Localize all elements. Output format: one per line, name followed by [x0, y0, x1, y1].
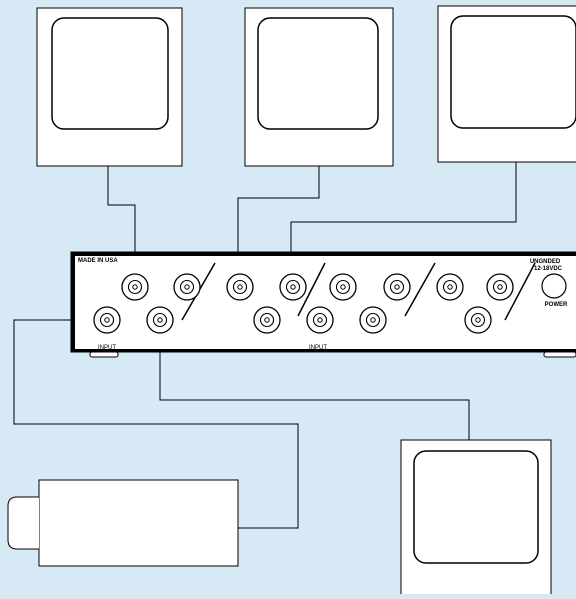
power-button[interactable]: [541, 273, 567, 299]
camera-body: [38, 479, 239, 567]
cables: [13, 162, 517, 529]
monitor-1: [36, 7, 183, 167]
ungnded-label: UNGNDED: [530, 259, 561, 265]
cable-monitor-2: [237, 166, 320, 260]
bnc-connector-8[interactable]: [486, 273, 514, 301]
bnc-connector-12[interactable]: [306, 306, 334, 334]
bnc-connector-14[interactable]: [464, 306, 492, 334]
bnc-connectors: [93, 273, 514, 334]
bnc-connector-11[interactable]: [253, 306, 281, 334]
panel-foot-right: [543, 351, 576, 358]
made-in-label: MADE IN USA: [78, 258, 118, 264]
divider-3: [404, 262, 436, 317]
bnc-connector-3[interactable]: [226, 273, 254, 301]
divider-2: [297, 262, 326, 317]
bnc-connector-13[interactable]: [359, 306, 387, 334]
bnc-connector-6[interactable]: [383, 273, 411, 301]
amplifier-panel: [70, 251, 576, 353]
monitor-4: [400, 439, 552, 599]
monitor-3-screen: [450, 15, 576, 129]
power-label: POWER: [545, 302, 568, 308]
cable-monitor-3: [290, 162, 517, 260]
voltage-label: 12-18VDC: [534, 266, 563, 272]
monitor-3: [437, 5, 576, 163]
bnc-connector-1[interactable]: [121, 273, 149, 301]
input-label-center: INPUT: [309, 345, 327, 351]
bnc-connector-9[interactable]: [93, 306, 121, 334]
camera-lens: [7, 496, 39, 550]
input-label-left: INPUT: [98, 345, 116, 351]
bnc-connector-2[interactable]: [173, 273, 201, 301]
cable-monitor-4: [159, 320, 470, 440]
monitor-1-screen: [51, 17, 169, 130]
bnc-connector-5[interactable]: [329, 273, 357, 301]
bnc-connector-10[interactable]: [146, 306, 174, 334]
bnc-connector-7[interactable]: [436, 273, 464, 301]
monitor-2: [244, 7, 394, 167]
panel-foot-left: [89, 351, 119, 358]
bnc-connector-4[interactable]: [279, 273, 307, 301]
divider-4: [504, 262, 536, 321]
camera: [7, 479, 239, 567]
monitor-4-screen: [413, 450, 539, 564]
monitor-2-screen: [257, 17, 379, 130]
cable-camera: [13, 319, 299, 529]
cable-monitor-1: [107, 166, 136, 283]
